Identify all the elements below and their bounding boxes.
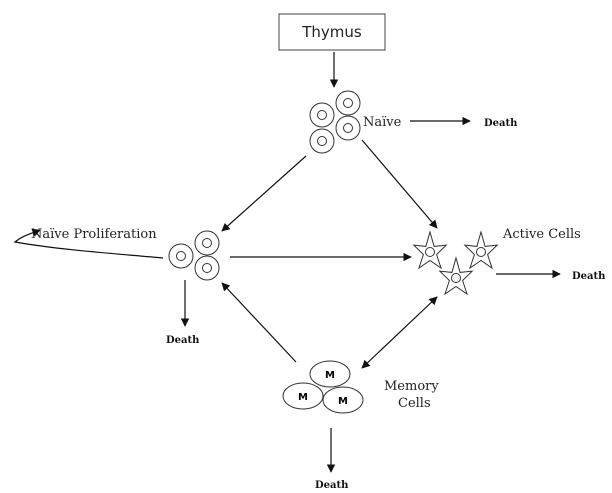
active-cell-cluster xyxy=(412,230,499,296)
naive-death-label: Death xyxy=(484,118,518,129)
naive-self-renewal-arrow xyxy=(13,228,164,259)
naive-to-active-arrow xyxy=(361,139,438,229)
thymus-node: Thymus xyxy=(278,13,386,51)
naive-proliferation-cell-cluster xyxy=(168,230,220,281)
naive-proliferation-label: Naïve Proliferation xyxy=(31,227,157,242)
active-cells-label: Active Cells xyxy=(502,227,581,242)
memory-cell-marker: M xyxy=(325,370,335,381)
active-death-label: Death xyxy=(572,271,606,282)
memory-cell-marker: M xyxy=(298,392,308,403)
memory-label-line2: Cells xyxy=(398,396,431,411)
memory-cell-marker: M xyxy=(338,396,348,407)
memory-cell-cluster: M M M xyxy=(282,360,364,414)
naive-label: Naïve xyxy=(363,115,402,130)
proliferation-death-label: Death xyxy=(166,335,200,346)
naive-cell-cluster xyxy=(309,90,361,154)
naive-to-proliferation-arrow xyxy=(221,155,307,232)
memory-to-proliferation-arrow xyxy=(221,282,297,363)
memory-active-bidirectional-arrow xyxy=(361,296,438,369)
memory-label-line1: Memory xyxy=(384,379,439,394)
memory-death-label: Death xyxy=(315,480,349,491)
thymus-label: Thymus xyxy=(301,23,362,41)
